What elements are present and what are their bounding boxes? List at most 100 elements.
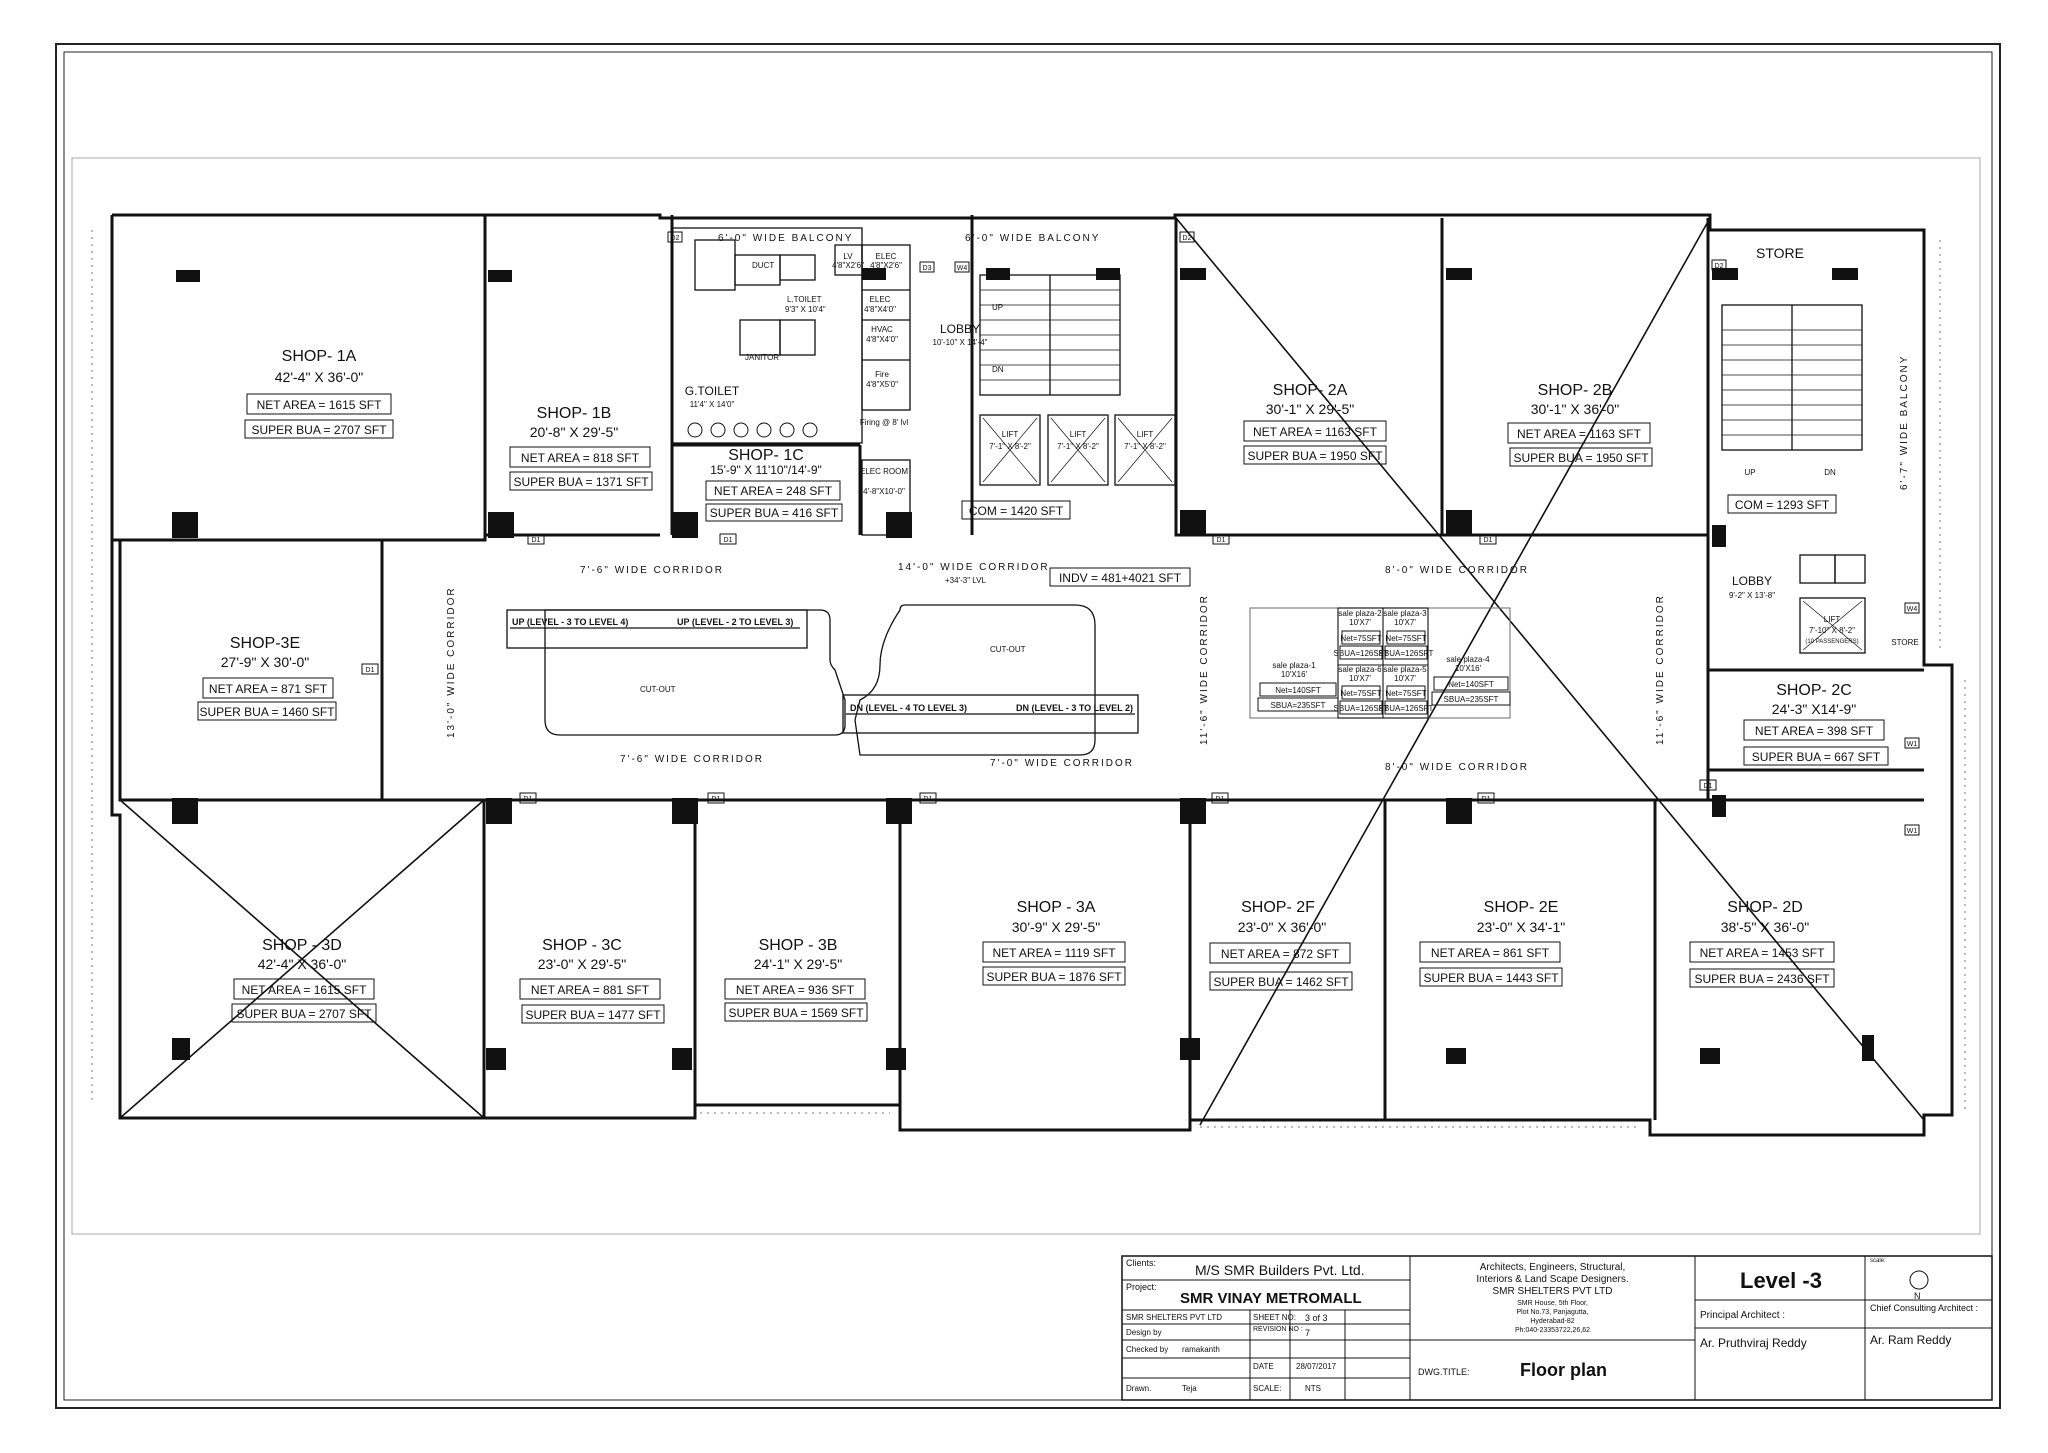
plaza-dim: 10'X16' xyxy=(1281,670,1308,679)
shop-3d[interactable]: SHOP - 3D 42'-4" X 36'-0" NET AREA = 161… xyxy=(231,937,377,1023)
shop-3c[interactable]: SHOP - 3C 23'-0" X 29'-5" NET AREA = 881… xyxy=(519,937,665,1024)
column xyxy=(1712,268,1738,280)
super-bua-box xyxy=(724,1002,868,1022)
plaza-sbua-box xyxy=(1339,645,1383,660)
principal-label: Principal Architect : xyxy=(1700,1310,1786,1321)
plaza-sbua-box xyxy=(1257,697,1339,712)
plaza-5[interactable]: sale plaza-5 10'X7' Net=75SFT SBUA=126SF… xyxy=(1379,665,1434,715)
lv-room xyxy=(834,244,863,276)
plaza-6[interactable]: sale plaza-6 10'X7' Net=75SFT SBUA=126SF… xyxy=(1334,665,1389,715)
lobby-dim: 9'-2" X 13'-8" xyxy=(1729,591,1775,600)
net-area: NET AREA = 1615 SFT xyxy=(242,983,368,997)
super-bua: SUPER BUA = 667 SFT xyxy=(1752,750,1881,764)
north-arrow-icon: N xyxy=(1914,1291,1921,1301)
shop-dim: 23'-0" X 34'-1" xyxy=(1477,919,1565,935)
shop-3b[interactable]: SHOP - 3B 24'-1" X 29'-5" NET AREA = 936… xyxy=(724,937,868,1022)
individual-area: INDV = 481+4021 SFT xyxy=(1059,571,1182,585)
plaza-net: Net=140SFT xyxy=(1448,680,1494,689)
lift-dim: 7'-1" X 8'-2" xyxy=(989,442,1031,451)
shop-1a[interactable]: SHOP- 1A 42'-4" X 36'-0" NET AREA = 1615… xyxy=(244,348,394,439)
plaza-3[interactable]: sale plaza-3 10'X7' Net=75SFT SBUA=126SF… xyxy=(1379,609,1434,660)
shop-2c[interactable]: SHOP- 2C 24'-3" X14'-9" NET AREA = 398 S… xyxy=(1743,682,1889,766)
atrium xyxy=(506,604,1139,756)
wall-north-shops xyxy=(110,215,660,542)
com-box xyxy=(1727,494,1837,514)
lift-dim: 7'-1" X 8'-2" xyxy=(1057,442,1099,451)
wall-3e xyxy=(118,540,384,802)
escalator-label: UP (LEVEL - 3 TO LEVEL 4) xyxy=(512,617,628,627)
plaza-sbua: SBUA=235SFT xyxy=(1271,701,1326,710)
shop-2f[interactable]: SHOP- 2F 23'-0" X 36'-0" NET AREA = 872 … xyxy=(1209,899,1353,991)
lift-dim: 7'-10" X 8'-2" xyxy=(1809,626,1855,635)
net-area-box xyxy=(1507,422,1651,444)
ltoilet-dim: 9'3" X 10'4" xyxy=(785,305,826,314)
com-box xyxy=(961,500,1071,520)
scale-label: SCALE: xyxy=(1253,1384,1282,1393)
plaza-2[interactable]: sale plaza-2 10'X7' Net=75SFT SBUA=126SF… xyxy=(1334,609,1389,660)
cutout-east xyxy=(854,604,1096,756)
corridor-label: 11'-6" WIDE CORRIDOR xyxy=(1655,594,1666,745)
window-tag: W4 xyxy=(957,265,968,272)
column xyxy=(486,1048,506,1070)
shop-2e[interactable]: SHOP- 2E 23'-0" X 34'-1" NET AREA = 861 … xyxy=(1419,899,1565,987)
date-value: 28/07/2017 xyxy=(1296,1362,1337,1371)
plaza-name: sale plaza-5 xyxy=(1383,665,1427,674)
store-label: STORE xyxy=(1756,245,1804,261)
service-rooms xyxy=(861,244,911,411)
door-tag: D1 xyxy=(1484,537,1493,544)
firm-desc-2: Interiors & Land Scape Designers. xyxy=(1476,1274,1629,1285)
balcony-label: 6'-0" WIDE BALCONY xyxy=(718,233,853,244)
column xyxy=(862,268,886,280)
shop-dim: 30'-1" X 36'-0" xyxy=(1531,401,1619,417)
firm-name: SMR SHELTERS PVT LTD xyxy=(1492,1286,1613,1297)
elec-room-label: ELEC ROOM xyxy=(860,467,908,476)
super-bua: SUPER BUA = 1876 SFT xyxy=(986,970,1122,984)
shop-dim: 30'-9" X 29'-5" xyxy=(1012,919,1100,935)
shop-dim: 24'-3" X14'-9" xyxy=(1772,701,1857,717)
shop-2d[interactable]: SHOP- 2D 38'-5" X 36'-0" NET AREA = 1453… xyxy=(1689,899,1835,988)
column xyxy=(886,1048,906,1070)
column xyxy=(1700,1048,1720,1064)
super-bua-box xyxy=(521,1004,665,1024)
service-labels: DUCT JANITOR L.TOILET 9'3" X 10'4" G.TOI… xyxy=(685,252,1004,496)
shop-2a[interactable]: SHOP- 2A 30'-1" X 29'-5" NET AREA = 1163… xyxy=(1243,382,1387,465)
door-tags: D1 D1 D1 D1 D1 D1 D1 D1 D1 D1 D1 D2 D2 D… xyxy=(361,231,1920,836)
sale-plaza-grid xyxy=(1249,607,1511,719)
project-label: Project: xyxy=(1126,1282,1157,1292)
stair-dn-label: DN xyxy=(1824,468,1836,477)
shop-3a[interactable]: SHOP - 3A 30'-9" X 29'-5" NET AREA = 111… xyxy=(982,899,1126,986)
shop-1c[interactable]: SHOP- 1C 15'-9" X 11'10"/14'-9" NET AREA… xyxy=(705,447,843,522)
plaza-1[interactable]: sale plaza-1 10'X16' Net=140SFT SBUA=235… xyxy=(1257,661,1339,712)
super-bua-box xyxy=(1243,445,1387,465)
revision-label: REVISION NO : xyxy=(1253,1326,1303,1333)
lobby-label: LOBBY xyxy=(940,322,980,336)
plaza-4[interactable]: sale plaza-4 10'X16' Net=140SFT SBUA=235… xyxy=(1431,655,1511,706)
window-tag: W1 xyxy=(1907,828,1918,835)
plaza-net: Net=75SFT xyxy=(1385,634,1426,643)
lift-labels: LIFT 7'-1" X 8'-2" LIFT 7'-1" X 8'-2" LI… xyxy=(961,430,1166,520)
drawn-value: Teja xyxy=(1182,1384,1197,1393)
shop-dim: 24'-1" X 29'-5" xyxy=(754,956,842,972)
corridor-label: 7'-6" WIDE CORRIDOR xyxy=(580,565,724,576)
lift-label: LIFT xyxy=(1824,615,1841,624)
net-area: NET AREA = 1163 SFT xyxy=(1253,425,1378,439)
door-tag: D1 xyxy=(724,537,733,544)
super-bua-box xyxy=(231,1003,377,1023)
shop-1b[interactable]: SHOP- 1B 20'-8" X 29'-5" NET AREA = 818 … xyxy=(509,405,653,491)
shop-2b[interactable]: SHOP- 2B 30'-1" X 36'-0" NET AREA = 1163… xyxy=(1507,382,1653,467)
super-bua-box xyxy=(1743,746,1889,766)
door-tag: D2 xyxy=(1183,235,1192,242)
sheet-value: 3 of 3 xyxy=(1305,1313,1328,1323)
door-tag: D3 xyxy=(923,265,932,272)
plaza-name: sale plaza-2 xyxy=(1338,609,1382,618)
firm-desc-1: Architects, Engineers, Structural, xyxy=(1479,1262,1626,1273)
shop-3e[interactable]: SHOP-3E 27'-9" X 30'-0" NET AREA = 871 S… xyxy=(197,635,337,721)
indv-box xyxy=(1049,567,1191,587)
net-area-box xyxy=(1209,942,1351,964)
lift-1 xyxy=(979,414,1041,486)
shop-dim: 30'-1" X 29'-5" xyxy=(1266,401,1354,417)
shop-dim: 27'-9" X 30'-0" xyxy=(221,654,309,670)
east-service xyxy=(1799,554,1836,584)
duct-box xyxy=(734,254,781,286)
column xyxy=(1096,268,1120,280)
